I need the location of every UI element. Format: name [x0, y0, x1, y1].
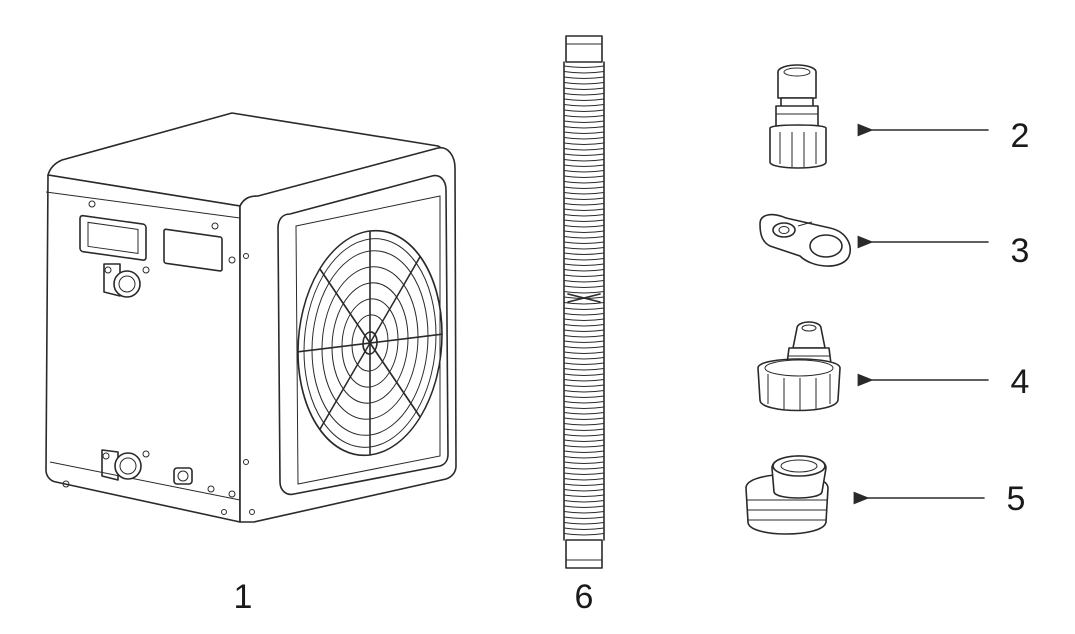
hose-rib	[563, 153, 605, 156]
hose-rib	[563, 159, 605, 162]
part-number-5: 5	[1007, 480, 1026, 518]
hose-rib	[563, 450, 605, 453]
hose-rib	[563, 137, 605, 140]
hose-rib	[563, 329, 605, 332]
hose-rib	[563, 313, 605, 316]
hose-rib	[563, 505, 605, 508]
hose-rib	[563, 115, 605, 118]
hose-rib	[563, 192, 605, 195]
hose-rib	[563, 384, 605, 387]
hose-rib	[563, 65, 605, 68]
hose-rib	[563, 109, 605, 112]
hose-rib	[563, 417, 605, 420]
hose-rib	[563, 461, 605, 464]
hose-rib	[563, 467, 605, 470]
hose-rib	[563, 340, 605, 343]
hose-rib	[563, 500, 605, 503]
hose-rib	[563, 335, 605, 338]
hose-rib	[563, 494, 605, 497]
hose-rib	[563, 489, 605, 492]
hose-rib	[563, 401, 605, 404]
hose-rib	[563, 219, 605, 222]
hose-rib	[563, 373, 605, 376]
hose-rib	[563, 258, 605, 261]
hose-rib	[563, 98, 605, 101]
hose-rib	[563, 175, 605, 178]
hose-rib	[563, 236, 605, 239]
hose-rib	[563, 82, 605, 85]
hose-rib	[563, 318, 605, 321]
hose-rib	[563, 472, 605, 475]
hose-rib	[563, 269, 605, 272]
hose-rib	[563, 225, 605, 228]
hose-rib	[563, 533, 605, 536]
hose-rib	[563, 104, 605, 107]
hose-rib	[563, 483, 605, 486]
part-number-3: 3	[1011, 232, 1030, 270]
hose-rib	[563, 307, 605, 310]
hose-rib	[563, 87, 605, 90]
hose-rib	[563, 522, 605, 525]
hose-rib	[563, 230, 605, 233]
hose-rib	[563, 302, 605, 305]
hose-rib	[563, 76, 605, 79]
hose-rib	[563, 511, 605, 514]
hose-rib	[563, 170, 605, 173]
threaded-adapter-ring-icon	[745, 455, 829, 535]
hose-rib	[563, 456, 605, 459]
hose-rib	[563, 351, 605, 354]
hose-rib	[563, 362, 605, 365]
hose-rib	[563, 478, 605, 481]
hose-rib	[563, 324, 605, 327]
hose-rib	[563, 280, 605, 283]
hose-rib	[563, 186, 605, 189]
hose-rib	[563, 263, 605, 266]
part-number-6: 6	[575, 578, 594, 616]
hose-rib	[563, 164, 605, 167]
corrugated-hose-icon	[563, 35, 605, 569]
hose-clamp-icon	[759, 213, 852, 267]
hose-rib	[563, 423, 605, 426]
hose-rib	[563, 390, 605, 393]
threaded-hose-connector-icon	[757, 321, 841, 412]
hose-rib	[563, 445, 605, 448]
hose-rib	[563, 181, 605, 184]
hose-rib	[563, 252, 605, 255]
hose-rib	[563, 291, 605, 294]
hose-rib	[563, 247, 605, 250]
hose-rib	[563, 93, 605, 96]
hose-rib	[563, 148, 605, 151]
hose-rib	[563, 516, 605, 519]
hose-rib	[563, 428, 605, 431]
hose-rib	[563, 379, 605, 382]
hose-rib	[563, 71, 605, 74]
hose-rib	[563, 274, 605, 277]
hose-adapter-icon	[769, 64, 827, 169]
hose-rib	[563, 203, 605, 206]
hose-rib	[563, 434, 605, 437]
part-number-2: 2	[1011, 117, 1030, 155]
hose-rib	[563, 142, 605, 145]
hose-rib	[563, 368, 605, 371]
hose-rib	[563, 197, 605, 200]
hose-rib	[563, 120, 605, 123]
hose-rib	[563, 395, 605, 398]
part-number-1: 1	[234, 578, 253, 616]
hose-rib	[563, 527, 605, 530]
hose-rib	[563, 126, 605, 129]
hose-rib	[563, 241, 605, 244]
hose-rib	[563, 357, 605, 360]
hose-rib	[563, 439, 605, 442]
hose-rib	[563, 346, 605, 349]
hose-rib	[563, 406, 605, 409]
hose-rib	[563, 285, 605, 288]
hose-rib	[563, 131, 605, 134]
hose-rib	[563, 412, 605, 415]
heat-pump-unit-icon	[45, 112, 457, 523]
part-number-4: 4	[1011, 363, 1030, 401]
hose-rib	[563, 214, 605, 217]
hose-rib	[563, 208, 605, 211]
